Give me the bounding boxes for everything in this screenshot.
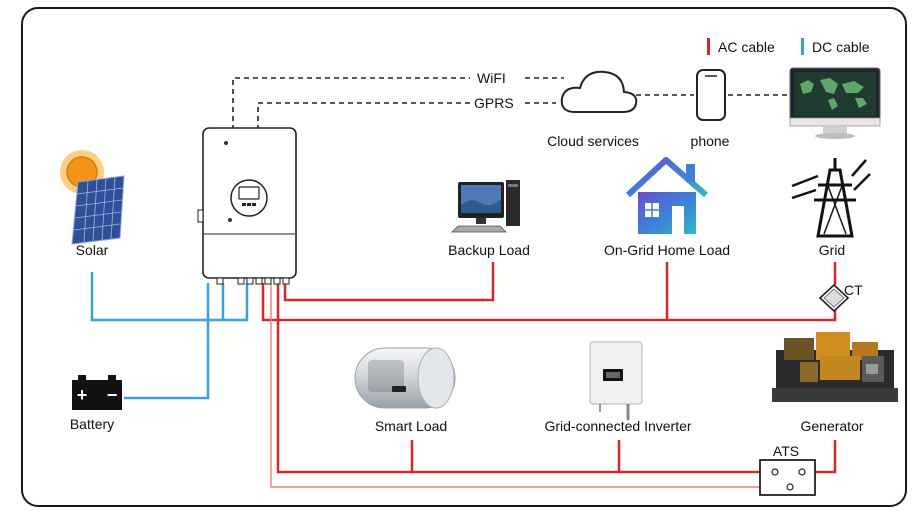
- grid-label: Grid: [818, 242, 846, 258]
- ac-lines: [261, 262, 837, 474]
- battery-minus: −: [107, 385, 118, 405]
- ct-clamp-icon: [818, 283, 850, 313]
- legend-dc-swatch: [801, 38, 804, 55]
- water-heater-icon: [354, 347, 456, 409]
- comm-lines: [232, 77, 790, 130]
- legend-dc-label: DC cable: [812, 39, 870, 55]
- cloud-services-label: Cloud services: [547, 133, 639, 149]
- grid-inverter-icon: [589, 341, 643, 420]
- dc-lines: [90, 272, 249, 400]
- phone-icon: [696, 69, 726, 121]
- phone-label: phone: [690, 133, 730, 149]
- generator-label: Generator: [800, 418, 864, 434]
- battery-label: Battery: [69, 416, 115, 432]
- smart-load-label: Smart Load: [374, 418, 448, 434]
- desktop-pc-icon: [451, 180, 520, 233]
- hybrid-inverter: [197, 127, 297, 285]
- gprs-label: GPRS: [472, 95, 516, 111]
- ct-label: CT: [844, 282, 863, 298]
- generator-icon: [772, 332, 898, 402]
- battery-plus: +: [77, 385, 88, 405]
- ongrid-home-load-label: On-Grid Home Load: [603, 242, 731, 258]
- legend-ac-swatch: [707, 38, 710, 55]
- ac-thin-line: [270, 283, 760, 488]
- legend-ac: AC cable: [707, 38, 775, 55]
- pylon-icon: [791, 158, 871, 238]
- inverter-display-icon: [230, 179, 268, 217]
- ats-label: ATS: [772, 443, 800, 459]
- legend-dc: DC cable: [801, 38, 870, 55]
- house-icon: [625, 157, 708, 234]
- solar-panel-icon: [60, 150, 125, 245]
- legend-ac-label: AC cable: [718, 39, 775, 55]
- monitor-icon: [789, 67, 881, 139]
- wifi-label: WiFI: [475, 70, 508, 86]
- solar-label: Solar: [75, 242, 109, 258]
- grid-inverter-label: Grid-connected Inverter: [544, 418, 692, 434]
- cloud-icon: [560, 70, 638, 113]
- ats-switch-icon: [759, 459, 816, 496]
- backup-load-label: Backup Load: [448, 242, 530, 258]
- battery-icon: + −: [72, 375, 122, 410]
